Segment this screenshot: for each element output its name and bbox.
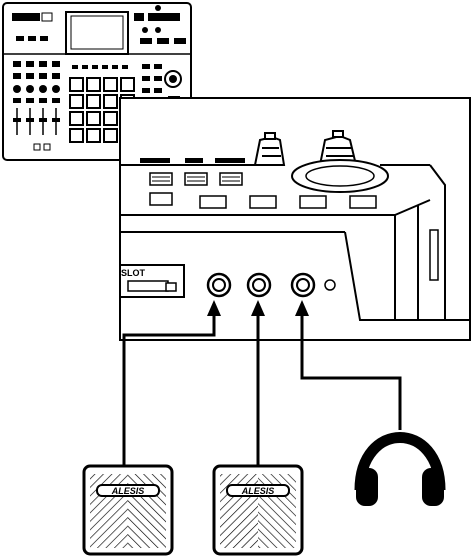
footswitch-pedal-1: ALESIS <box>82 464 174 556</box>
headphones-icon <box>354 432 446 506</box>
rear-panel-detail: SLOT <box>119 97 471 341</box>
footswitch-1-jack <box>206 272 232 298</box>
cable-pedal-1 <box>122 312 216 468</box>
pedal-brand-label: ALESIS <box>241 486 275 496</box>
pedal-brand-label: ALESIS <box>111 486 145 496</box>
plug-arrows <box>207 300 309 316</box>
cable-headphones <box>300 312 402 430</box>
cables <box>122 312 402 468</box>
slot-label: SLOT <box>121 268 146 278</box>
footswitch-2-jack <box>246 272 272 298</box>
headphone-jack <box>290 272 316 298</box>
footswitch-pedal-2: ALESIS <box>212 464 304 556</box>
